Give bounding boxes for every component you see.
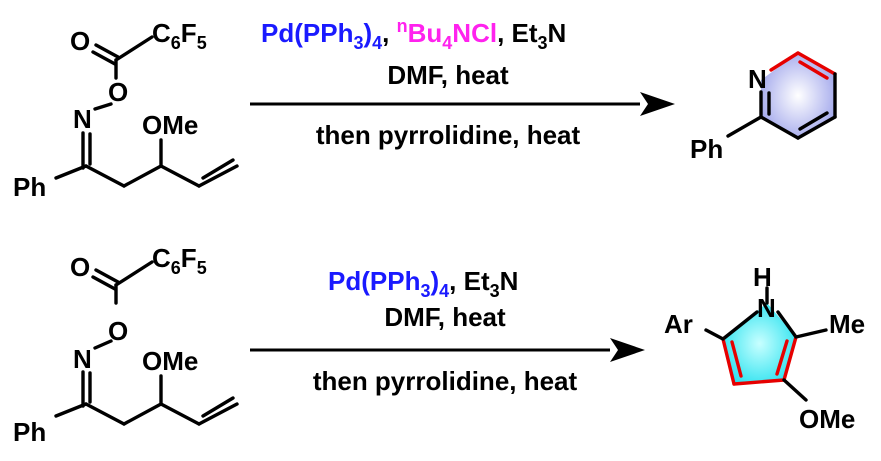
conditions-1-line-1: Pd(PPh3)4, nBu4NCl, Et3N xyxy=(261,16,566,53)
bond-c-ph xyxy=(54,402,88,418)
phenyl-label: Ph xyxy=(13,417,46,447)
carbonyl-double-bond-b xyxy=(91,275,117,291)
vinyl-double-bond-a xyxy=(197,402,239,426)
reaction-1: O C6F5 O N OMe Ph Pd(PPh3)4, nBu4NCl, Et… xyxy=(13,16,837,202)
pyrrole-inner-bond-c4-c5 xyxy=(775,339,789,376)
bond-c4-ome xyxy=(782,378,808,402)
product-2-structure: H N Ar Me OMe xyxy=(664,262,865,434)
reactant-1-structure: O C6F5 O N OMe Ph xyxy=(13,18,239,202)
bond-c2-ar xyxy=(704,328,725,341)
pyrrole-nitrogen-label: N xyxy=(757,293,776,323)
product-1-phenyl-label: Ph xyxy=(690,134,723,164)
bond-c5-me xyxy=(794,328,828,339)
bond-c-ch2 xyxy=(84,402,126,426)
methyl-label: Me xyxy=(829,309,865,339)
pyrrole-hydrogen-label: H xyxy=(753,262,772,292)
nitrogen-label: N xyxy=(73,344,92,374)
pyridine-bond-c6-c5 xyxy=(796,51,837,76)
phenyl-label: Ph xyxy=(13,172,46,202)
methoxy-label: OMe xyxy=(142,346,198,376)
vinyl-double-bond-b xyxy=(201,158,235,180)
bond-ch2-ch xyxy=(122,164,163,188)
conditions-2-line-2: DMF, heat xyxy=(384,302,506,332)
carbonyl-double-bond-b xyxy=(91,50,117,66)
carbonyl-double-bond-a xyxy=(94,268,120,284)
vinyl-double-bond-b xyxy=(201,396,235,418)
vinyl-double-bond-a xyxy=(197,164,239,188)
bond-ch2-ch xyxy=(122,402,163,426)
reaction-2-arrow-head xyxy=(610,338,645,362)
conditions-1: Pd(PPh3)4, nBu4NCl, Et3N DMF, heat then … xyxy=(250,16,675,150)
pyrrole-bond-c4-c5 xyxy=(782,335,798,382)
pyrrole-bond-c3-c4 xyxy=(732,378,786,386)
bond-o-n xyxy=(93,102,113,111)
pyridine-inner-bond-c6-c5 xyxy=(798,60,829,80)
ester-oxygen-label: O xyxy=(70,26,90,56)
nitrogen-label: N xyxy=(73,104,92,134)
reaction-1-arrow-head xyxy=(640,92,675,116)
c6f5-label: C6F5 xyxy=(152,243,207,278)
bond-c-c6f5 xyxy=(114,260,154,287)
oxime-oxygen-label: O xyxy=(108,316,128,346)
pyrrole-bond-n-c2 xyxy=(721,310,759,341)
pyridine-nitrogen-label: N xyxy=(748,64,767,94)
pyridine-inner-bond-c4-c3 xyxy=(798,111,829,131)
ester-oxygen-label: O xyxy=(70,252,90,282)
oxime-oxygen-label: O xyxy=(108,77,128,107)
pyrrole-bond-n-c5 xyxy=(776,310,798,339)
pyridine-bond-n-c6 xyxy=(769,51,800,72)
product-2-methoxy-label: OMe xyxy=(799,404,855,434)
bond-pyridine-ph xyxy=(726,115,763,138)
conditions-2-line-3: then pyrrolidine, heat xyxy=(313,366,578,396)
bond-o-n xyxy=(93,339,113,350)
bond-c-ch2 xyxy=(84,164,126,188)
product-1-structure: N Ph xyxy=(690,51,837,164)
methoxy-label: OMe xyxy=(142,110,198,140)
pyrrole-bond-c2-c3 xyxy=(721,337,736,386)
conditions-1-line-2: DMF, heat xyxy=(387,60,509,90)
pyridine-ring-fill xyxy=(761,53,835,138)
bond-ch-vinyl xyxy=(159,164,201,188)
c6f5-label: C6F5 xyxy=(152,18,207,53)
aryl-label: Ar xyxy=(664,309,693,339)
conditions-1-line-3: then pyrrolidine, heat xyxy=(316,120,581,150)
conditions-2-line-1: Pd(PPh3)4, Et3N xyxy=(328,266,518,301)
reaction-2: O C6F5 O N OMe Ph Pd(PPh3)4, Et3N DMF, h… xyxy=(13,243,865,447)
pyridine-bond-c3-c2 xyxy=(759,115,800,140)
bond-c-c6f5 xyxy=(114,35,154,62)
bond-ch-vinyl xyxy=(159,402,201,426)
bond-c-ph xyxy=(54,164,88,180)
pyrrole-inner-bond-c2-c3 xyxy=(730,340,743,378)
conditions-2: Pd(PPh3)4, Et3N DMF, heat then pyrrolidi… xyxy=(250,266,645,396)
reactant-2-structure: O C6F5 O N OMe Ph xyxy=(13,243,239,447)
pyridine-bond-c4-c3 xyxy=(796,115,837,140)
pyrrole-ring-fill xyxy=(723,303,796,384)
carbonyl-double-bond-a xyxy=(94,43,120,59)
